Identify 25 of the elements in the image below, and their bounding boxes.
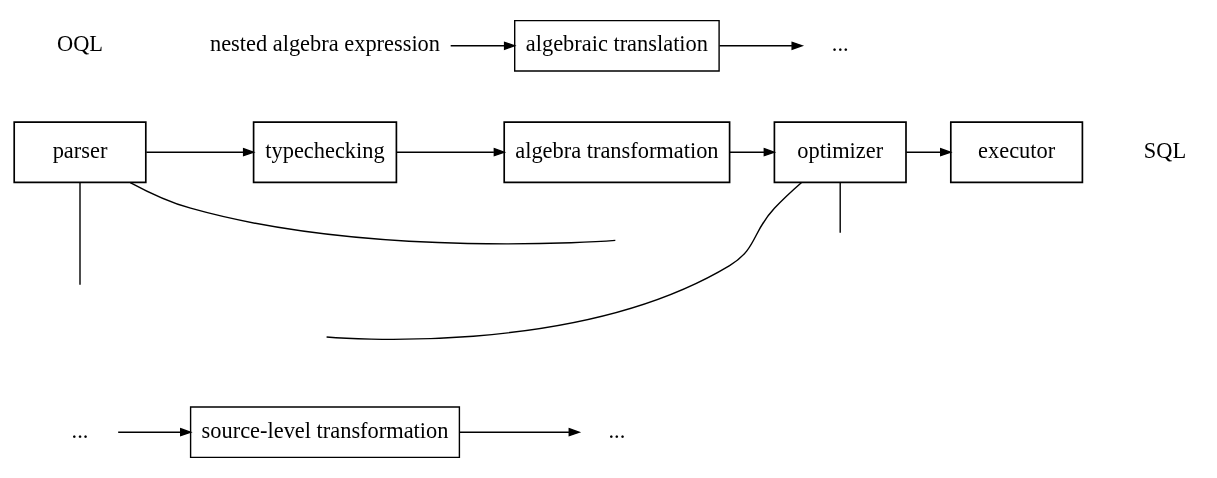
arrow (145, 147, 256, 157)
arrow (458, 427, 582, 437)
node-text: ... (71, 417, 89, 443)
node-text: nested algebra expression (209, 31, 441, 57)
node-box: executor (949, 121, 1084, 184)
node-text: ... (608, 417, 626, 443)
node-box: typechecking (252, 121, 398, 184)
connector (79, 182, 81, 286)
arrow (905, 147, 953, 157)
node-box: parser (13, 121, 147, 184)
connector (325, 181, 803, 340)
connector (129, 181, 617, 245)
node-box: source-level transformation (189, 406, 461, 459)
arrow (450, 41, 517, 51)
node-box: optimizer (773, 121, 907, 184)
node-box: algebraic translation (514, 19, 720, 72)
arrow (729, 147, 777, 157)
connector (839, 181, 841, 234)
arrow (718, 41, 805, 51)
label: SQL (1143, 137, 1187, 163)
node-box: algebra transformation (503, 121, 731, 184)
node-text: ... (831, 31, 849, 57)
arrow (396, 147, 507, 157)
label: OQL (56, 31, 104, 57)
arrow (117, 427, 193, 437)
